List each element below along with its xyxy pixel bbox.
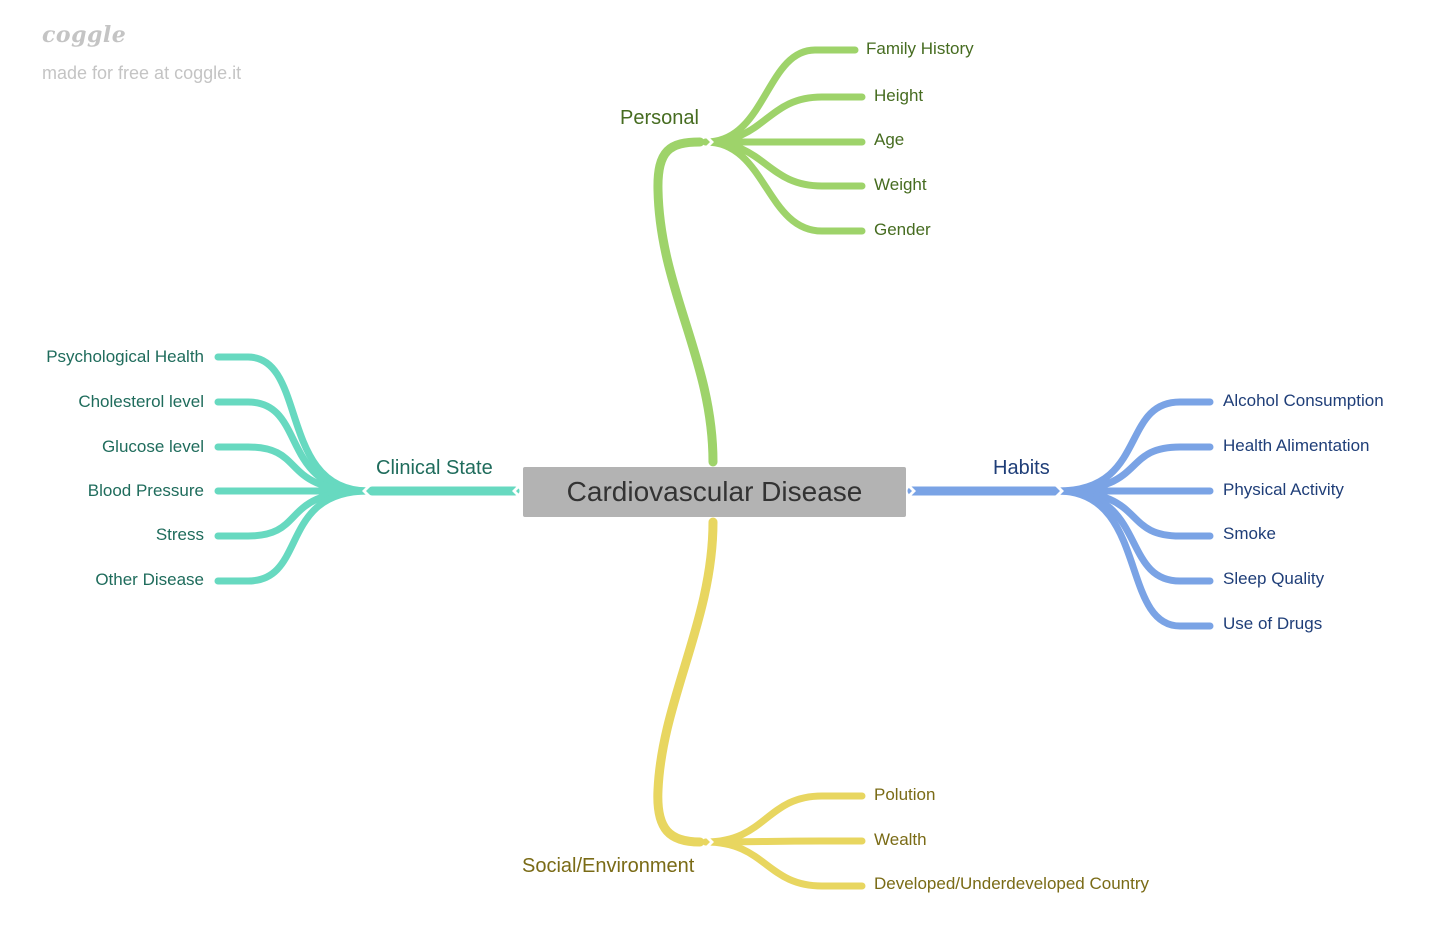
leaf-use-of-drugs[interactable]: Use of Drugs [1223,614,1323,633]
clinical-hub-chevron [362,485,372,497]
leaf-health-alimentation[interactable]: Health Alimentation [1223,436,1370,455]
leaf-stress[interactable]: Stress [155,525,204,544]
leaf-polution[interactable]: Polution [874,785,936,804]
leaf-sleep-quality[interactable]: Sleep Quality [1223,569,1325,588]
central-node[interactable]: Cardiovascular Disease [523,467,906,517]
coggle-tagline: made for free at coggle.it [42,63,242,83]
leaf-developed-underdeveloped-country[interactable]: Developed/Underdeveloped Country [874,874,1150,893]
link-clinical-leaf-5 [214,487,372,585]
coggle-logo-text: coggle [42,22,127,48]
leaf-cholesterol-level[interactable]: Cholesterol level [78,392,204,411]
link-personal-leaf-4 [702,138,866,235]
link-social-leaf-2 [702,838,866,890]
branch-label-habits[interactable]: Habits [993,457,1050,479]
link-clinical-leaf-4 [214,487,372,540]
leaf-alcohol-consumption[interactable]: Alcohol Consumption [1223,391,1384,410]
social-hub-chevron [704,836,714,848]
branch-label-social-environment[interactable]: Social/Environment [522,855,695,877]
leaf-family-history[interactable]: Family History [866,39,974,58]
central-right-chevron [906,485,916,497]
leaf-blood-pressure[interactable]: Blood Pressure [87,481,204,500]
link-social-leaf-0 [702,792,866,846]
leaf-gender[interactable]: Gender [874,220,931,239]
branch-label-clinical-state[interactable]: Clinical State [376,457,493,479]
branch-label-personal[interactable]: Personal [620,107,699,129]
leaf-psychological-health[interactable]: Psychological Health [46,347,204,366]
leaf-smoke[interactable]: Smoke [1223,524,1276,543]
link-central-to-personal [653,137,718,467]
leaf-other-disease[interactable]: Other Disease [95,570,204,589]
leaf-physical-activity[interactable]: Physical Activity [1223,480,1344,499]
link-habits-leaf-5 [1054,487,1214,630]
leaf-weight[interactable]: Weight [874,175,927,194]
link-habits-leaf-1 [1054,443,1214,495]
coggle-logo: coggle [42,22,126,48]
leaf-age[interactable]: Age [874,130,905,149]
link-central-to-social [653,517,718,847]
leaf-height[interactable]: Height [874,86,924,105]
central-left-chevron [512,485,522,497]
link-clinical-leaf-0 [214,353,372,495]
personal-hub-chevron [704,136,714,148]
leaf-glucose-level[interactable]: Glucose level [101,437,204,456]
leaf-wealth[interactable]: Wealth [874,830,927,849]
habits-hub-chevron [1054,485,1064,497]
central-node-label: Cardiovascular Disease [566,476,863,507]
